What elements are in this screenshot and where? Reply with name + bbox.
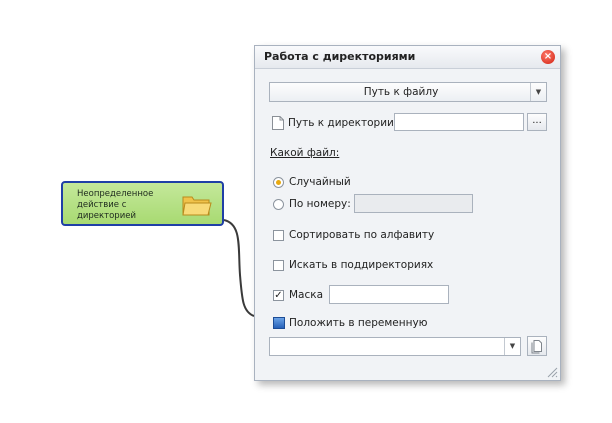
radio-by-number[interactable] bbox=[273, 199, 284, 210]
mask-label: Маска bbox=[289, 289, 324, 301]
variable-select[interactable]: ▼ bbox=[269, 337, 521, 356]
close-icon[interactable]: × bbox=[541, 50, 555, 64]
which-file-label: Какой файл: bbox=[270, 147, 340, 159]
number-input[interactable] bbox=[354, 194, 473, 213]
type-select-value: Путь к файлу bbox=[363, 86, 439, 98]
node-label: Неопределенное действие с директорией bbox=[77, 189, 154, 221]
directory-panel: Работа с директориями × Путь к файлу ▼ П… bbox=[254, 45, 561, 381]
chevron-down-icon[interactable]: ▼ bbox=[504, 338, 520, 355]
mask-checkbox[interactable]: ✓ bbox=[273, 290, 284, 301]
radio-random-label: Случайный bbox=[289, 176, 351, 188]
dir-path-input[interactable] bbox=[394, 113, 524, 131]
resize-grip-icon[interactable] bbox=[546, 366, 558, 378]
variable-icon bbox=[273, 317, 285, 329]
panel-header: Работа с директориями × bbox=[255, 46, 560, 69]
radio-random[interactable] bbox=[273, 177, 284, 188]
sort-alpha-label: Сортировать по алфавиту bbox=[289, 229, 435, 241]
browse-button[interactable]: ... bbox=[527, 113, 547, 131]
panel-title: Работа с директориями bbox=[264, 50, 416, 63]
copy-button[interactable] bbox=[527, 336, 547, 356]
search-subdirs-label: Искать в поддиректориях bbox=[289, 259, 434, 271]
file-icon bbox=[272, 116, 284, 130]
action-node[interactable]: Неопределенное действие с директорией bbox=[61, 181, 224, 226]
sort-alpha-checkbox[interactable] bbox=[273, 230, 284, 241]
search-subdirs-checkbox[interactable] bbox=[273, 260, 284, 271]
type-select[interactable]: Путь к файлу ▼ bbox=[269, 82, 547, 102]
folder-icon bbox=[182, 196, 212, 216]
mask-input[interactable] bbox=[329, 285, 449, 304]
copy-icon bbox=[531, 340, 542, 354]
save-to-var-label: Положить в переменную bbox=[289, 317, 428, 329]
chevron-down-icon[interactable]: ▼ bbox=[530, 83, 546, 101]
radio-by-number-label: По номеру: bbox=[289, 198, 351, 210]
dir-path-label: Путь к директории bbox=[288, 117, 394, 129]
